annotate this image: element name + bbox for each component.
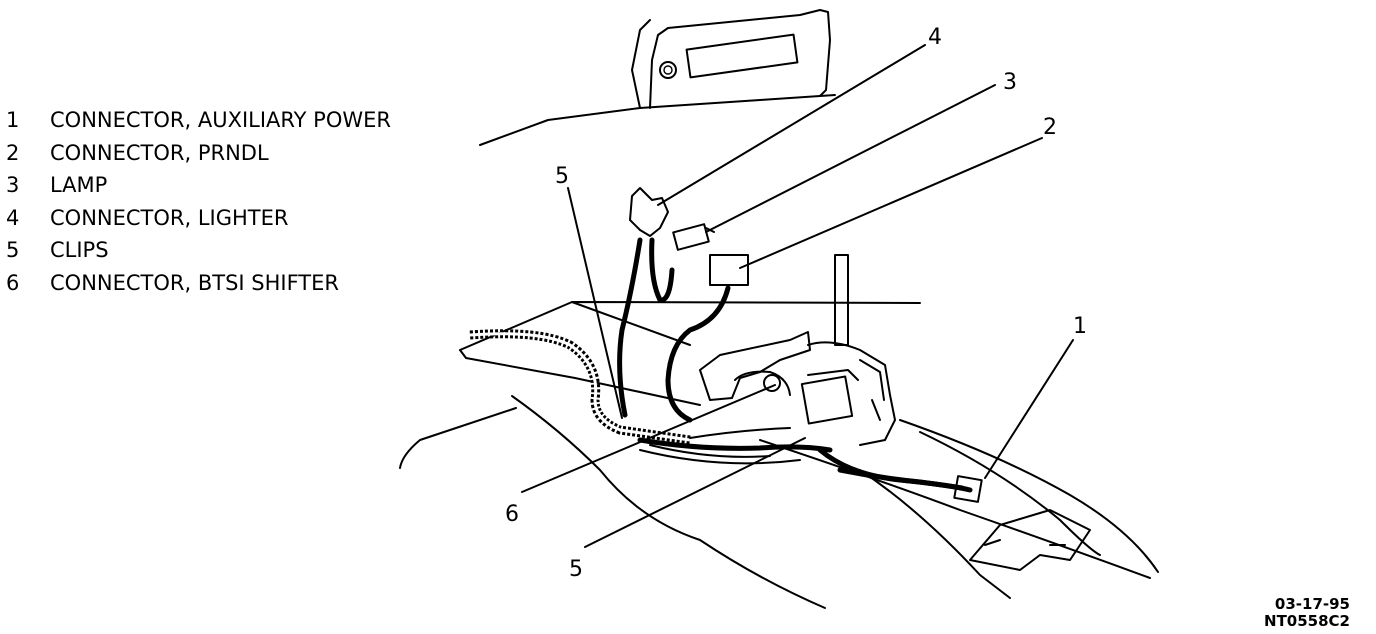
legend-label: CONNECTOR, AUXILIARY POWER — [50, 108, 391, 132]
callout-2: 2 — [1043, 115, 1057, 140]
lighter-connector — [617, 187, 715, 418]
callout-4: 4 — [928, 25, 942, 50]
legend-number: 5 — [6, 238, 20, 262]
callout-1: 1 — [1073, 314, 1087, 339]
dashboard-panel — [479, 9, 836, 146]
legend-item: 4 CONNECTOR, LIGHTER — [6, 202, 391, 235]
legend-number: 6 — [6, 270, 20, 295]
aux-power-connector — [837, 467, 1091, 571]
legend-number: 2 — [6, 140, 20, 165]
prndl-connector — [665, 254, 749, 423]
legend-label: CONNECTOR, LIGHTER — [50, 205, 289, 230]
callout-6: 6 — [505, 502, 519, 527]
legend-number: 3 — [6, 173, 20, 197]
legend-item: 1 CONNECTOR, AUXILIARY POWER — [6, 104, 391, 137]
wire-harness — [469, 329, 973, 493]
legend-label: LAMP — [50, 173, 108, 197]
console-body — [399, 301, 1159, 609]
legend-item: 6 CONNECTOR, BTSI SHIFTER — [6, 267, 391, 300]
legend-item: 5 CLIPS — [6, 234, 391, 267]
legend-number: 4 — [6, 205, 20, 230]
figure-date: 03-17-95 — [1274, 595, 1350, 613]
legend-label: CONNECTOR, PRNDL — [50, 140, 269, 165]
legend-label: CONNECTOR, BTSI SHIFTER — [50, 270, 339, 295]
legend-number: 1 — [6, 108, 20, 132]
legend-item: 2 CONNECTOR, PRNDL — [6, 137, 391, 170]
callout-5-top: 5 — [555, 164, 569, 189]
figure-stamp: 03-17-95 NT0558C2 — [1264, 596, 1350, 630]
callout-5-bottom: 5 — [569, 557, 583, 582]
shifter-assembly — [699, 254, 896, 446]
callout-3: 3 — [1003, 70, 1017, 95]
callout-leaders — [521, 44, 1074, 548]
figure-code: NT0558C2 — [1264, 612, 1350, 630]
legend-label: CLIPS — [50, 238, 109, 262]
legend-item: 3 LAMP — [6, 169, 391, 202]
